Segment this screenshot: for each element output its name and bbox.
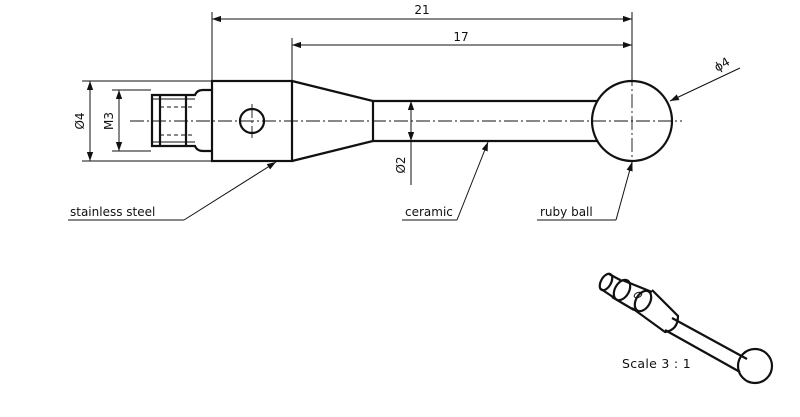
steel-body xyxy=(210,79,294,163)
label-stainless-steel: stainless steel xyxy=(70,205,155,219)
iso-ruby-ball xyxy=(736,347,774,385)
label-ceramic: ceramic xyxy=(405,205,453,219)
threaded-end xyxy=(150,88,212,153)
dim-shaft-length: 17 xyxy=(453,30,468,44)
dim-body-diameter: Ø4 xyxy=(73,112,87,129)
material-callouts: stainless steel ceramic ruby ball xyxy=(68,141,633,221)
label-ruby-ball: ruby ball xyxy=(540,205,593,219)
dim-leader-ball xyxy=(669,67,741,102)
dim-thread: M3 xyxy=(102,112,116,130)
dim-ball-diameter: ϕ4 xyxy=(712,55,732,75)
stylus-side-view xyxy=(130,72,682,170)
scale-note: Scale 3 : 1 xyxy=(622,356,691,371)
dim-overall-length: 21 xyxy=(414,3,429,17)
tapered-section xyxy=(291,79,375,163)
dim-stem-diameter: Ø2 xyxy=(394,156,408,173)
dimensions: 21 17 Ø4 M3 Ø2 ϕ4 xyxy=(73,3,741,185)
isometric-view xyxy=(598,272,774,385)
